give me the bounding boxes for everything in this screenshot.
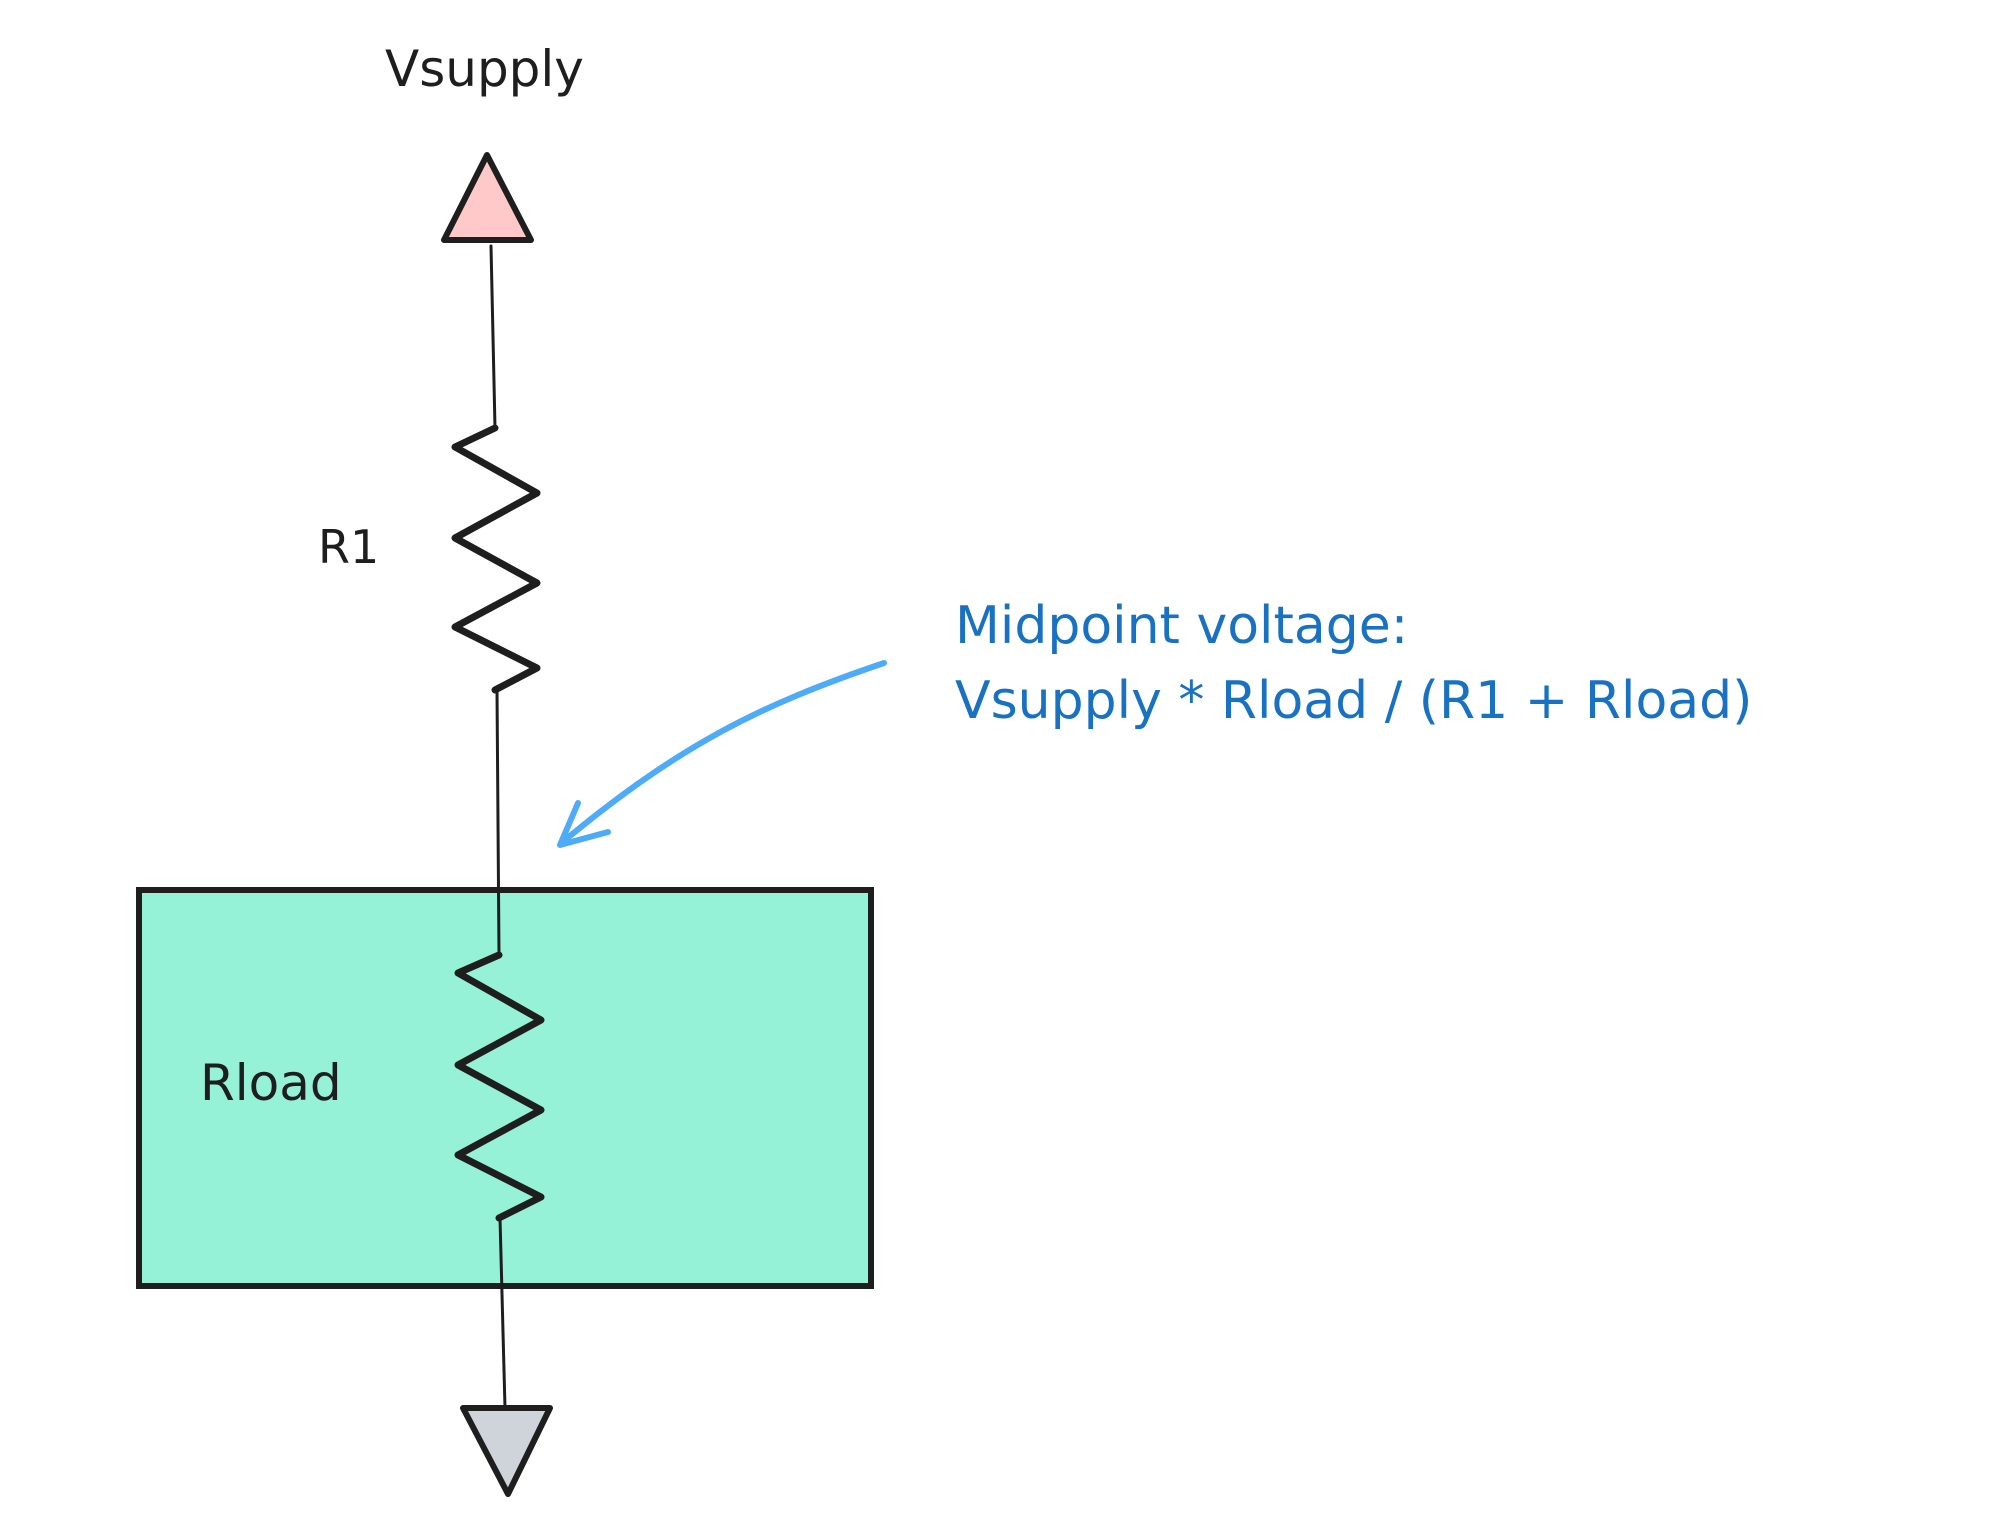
wire-midpoint (495, 688, 501, 957)
r1-label: R1 (318, 520, 380, 574)
resistor-rload (454, 951, 545, 1222)
supply-label: Vsupply (385, 40, 584, 98)
annotation-arrowhead-icon (557, 800, 611, 848)
annotation-line-1: Midpoint voltage: (955, 596, 1409, 656)
wire-rload-to-ground (498, 1216, 507, 1410)
wire-supply-to-r1 (489, 244, 497, 430)
resistor-r1 (451, 424, 541, 694)
annotation-line-2: Vsupply * Rload / (R1 + Rload) (955, 671, 1753, 731)
ground-triangle-icon (460, 1405, 553, 1497)
rload-label: Rload (200, 1054, 342, 1112)
supply-triangle-icon (441, 152, 534, 243)
annotation-arrow (562, 660, 887, 843)
